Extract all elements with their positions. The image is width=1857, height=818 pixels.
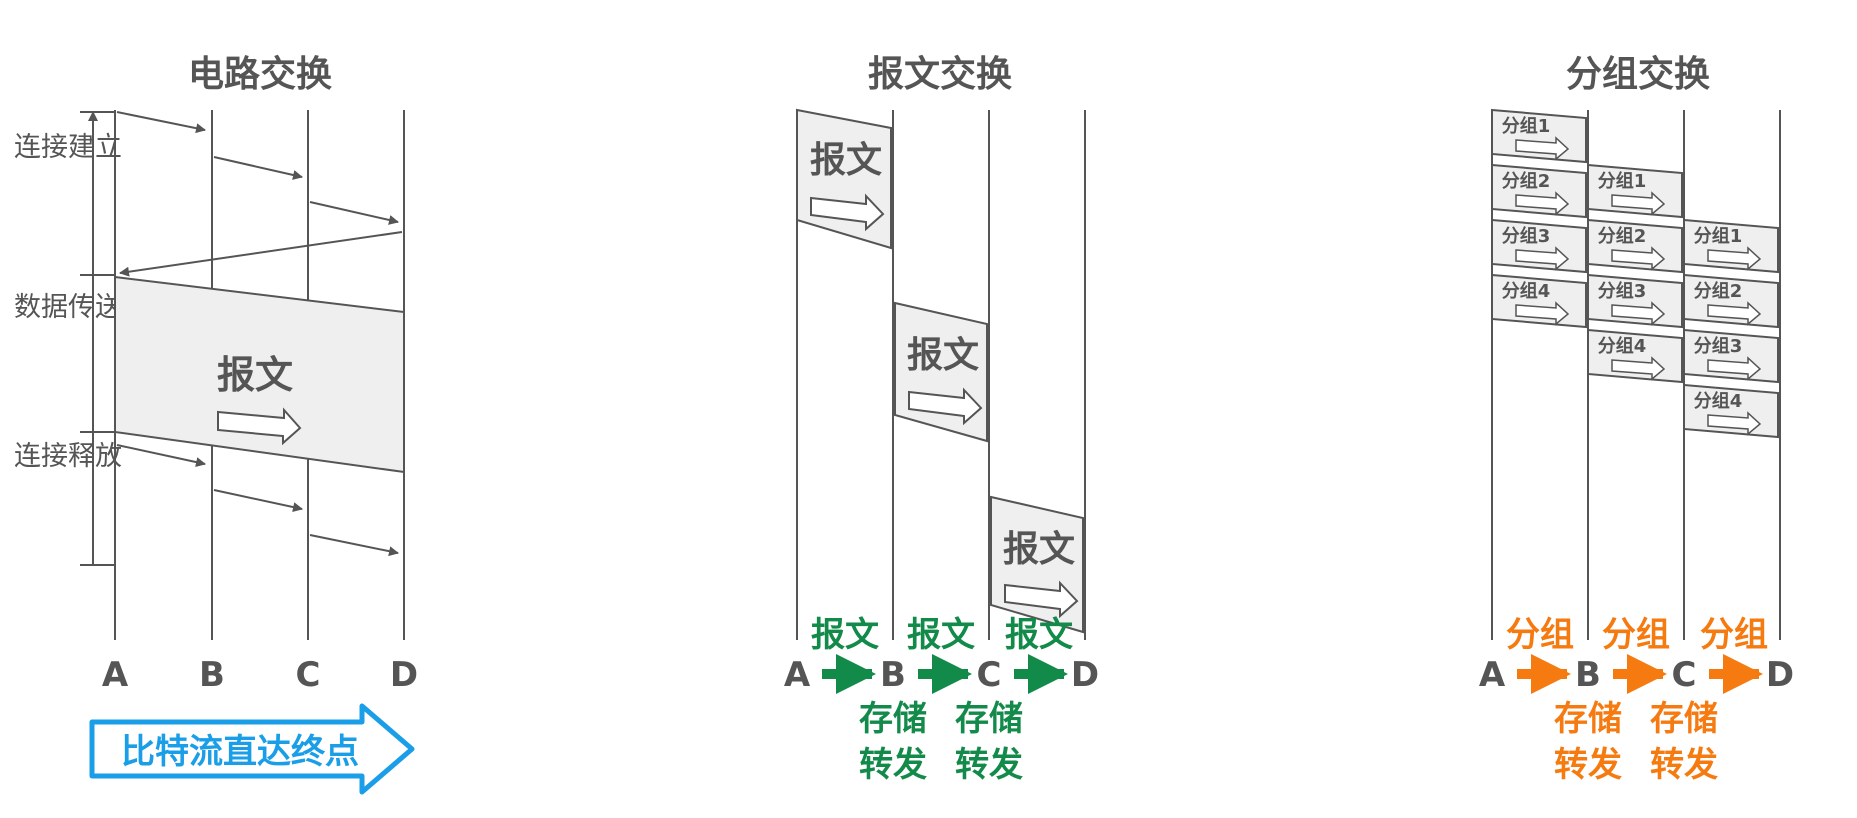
packet-block-label: 分组4 [1598, 335, 1647, 357]
packet-switching-panel: 分组交换 分组1分组1分组1分组2分组2分组2分组3分组3分组3分组4分组4分组… [1479, 53, 1794, 785]
release-arrow-bc [213, 489, 303, 512]
bitstream-banner-text: 比特流直达终点 [121, 732, 359, 772]
message-block-bc-label: 报文 [907, 335, 979, 376]
msg-hop-label-cd: 报文 [1005, 615, 1073, 655]
msg-store-label-b: 存储 [859, 699, 927, 739]
message-block-ab-label: 报文 [810, 140, 882, 181]
packet-arrow-icon [1515, 246, 1570, 271]
msg-forward-label-b: 转发 [859, 745, 927, 785]
packet-block-label: 分组2 [1694, 280, 1743, 302]
circuit-node-b: B [199, 655, 225, 695]
bitstream-banner-arrow [89, 703, 415, 795]
packet-block-label: 分组2 [1502, 170, 1551, 192]
pkt-forward-label-c: 转发 [1650, 745, 1718, 785]
packet-block-label: 分组1 [1694, 225, 1743, 247]
packet-arrow-icon [1707, 246, 1762, 271]
message-block-cd-arrow-icon [1004, 580, 1079, 619]
message-block-ab-arrow-icon [810, 193, 885, 232]
pkt-hop-label-bc: 分组 [1602, 615, 1670, 655]
msg-store-label-c: 存储 [955, 699, 1023, 739]
msg-node-c: C [977, 655, 1002, 695]
packet-block-label: 分组1 [1502, 115, 1551, 137]
packet-block-label: 分组3 [1502, 225, 1551, 247]
packet-title: 分组交换 [1566, 53, 1710, 95]
packet-arrow-icon [1515, 191, 1570, 216]
setup-ack-arrow [119, 231, 403, 277]
packet-block-label: 分组4 [1502, 280, 1551, 302]
circuit-switching-panel: 电路交换 连接建立 数据传送 连接释放 报文 [14, 53, 418, 795]
release-arrow-cd [309, 534, 399, 557]
pkt-hop-label-cd: 分组 [1700, 615, 1768, 655]
packet-arrow-icon [1611, 246, 1666, 271]
packet-blocks: 分组1 分组1 分组1 分组2 分组2 分组2 分组3 分组3 分组3 分组4 分组4 分组4 [1491, 108, 1779, 439]
circuit-node-a: A [102, 655, 129, 695]
pkt-store-label-b: 存储 [1554, 699, 1622, 739]
message-block-bc-arrow-icon [908, 387, 983, 426]
msg-hop-label-ab: 报文 [811, 615, 879, 655]
packet-block-label: 分组2 [1598, 225, 1647, 247]
pkt-node-c: C [1672, 655, 1697, 695]
packet-arrow-icon [1611, 191, 1666, 216]
packet-arrow-icon [1707, 301, 1762, 326]
msg-hop-label-bc: 报文 [907, 615, 975, 655]
circuit-title: 电路交换 [188, 53, 332, 95]
circuit-message-label: 报文 [217, 353, 293, 397]
packet-arrow-icon [1515, 136, 1570, 161]
packet-arrow-icon [1611, 301, 1666, 326]
packet-block-label: 分组3 [1694, 335, 1743, 357]
message-switching-panel: 报文交换 报文 报文 报文 报文 报文 报文 A B C D 存储 转发 存储 … [784, 53, 1099, 785]
msg-node-a: A [784, 655, 811, 695]
packet-arrow-icon [1707, 411, 1762, 436]
setup-arrow-cd [309, 201, 399, 225]
pkt-node-a: A [1479, 655, 1506, 695]
circuit-node-d: D [390, 655, 418, 695]
pkt-node-b: B [1575, 655, 1601, 695]
message-title: 报文交换 [868, 53, 1012, 95]
setup-arrow-bc [213, 156, 303, 180]
msg-node-d: D [1071, 655, 1099, 695]
pkt-hop-label-ab: 分组 [1506, 615, 1574, 655]
pkt-forward-label-b: 转发 [1554, 745, 1622, 785]
packet-block-label: 分组4 [1694, 390, 1743, 412]
msg-node-b: B [880, 655, 906, 695]
circuit-node-c: C [296, 655, 321, 695]
packet-arrow-icon [1611, 356, 1666, 381]
msg-forward-label-c: 转发 [955, 745, 1023, 785]
packet-block-label: 分组1 [1598, 170, 1647, 192]
packet-arrow-icon [1707, 356, 1762, 381]
circuit-message-arrow-icon [217, 407, 302, 446]
pkt-store-label-c: 存储 [1650, 699, 1718, 739]
phase-label-transfer: 数据传送 [14, 292, 122, 323]
setup-arrow-ab [116, 111, 206, 134]
packet-arrow-icon [1515, 301, 1570, 326]
message-block-cd-label: 报文 [1003, 529, 1075, 570]
phase-label-setup: 连接建立 [14, 132, 122, 163]
pkt-node-d: D [1766, 655, 1794, 695]
circuit-data-block [114, 275, 405, 474]
packet-block-label: 分组3 [1598, 280, 1647, 302]
phase-label-release: 连接释放 [14, 441, 122, 472]
release-arrow-ab [116, 444, 206, 467]
